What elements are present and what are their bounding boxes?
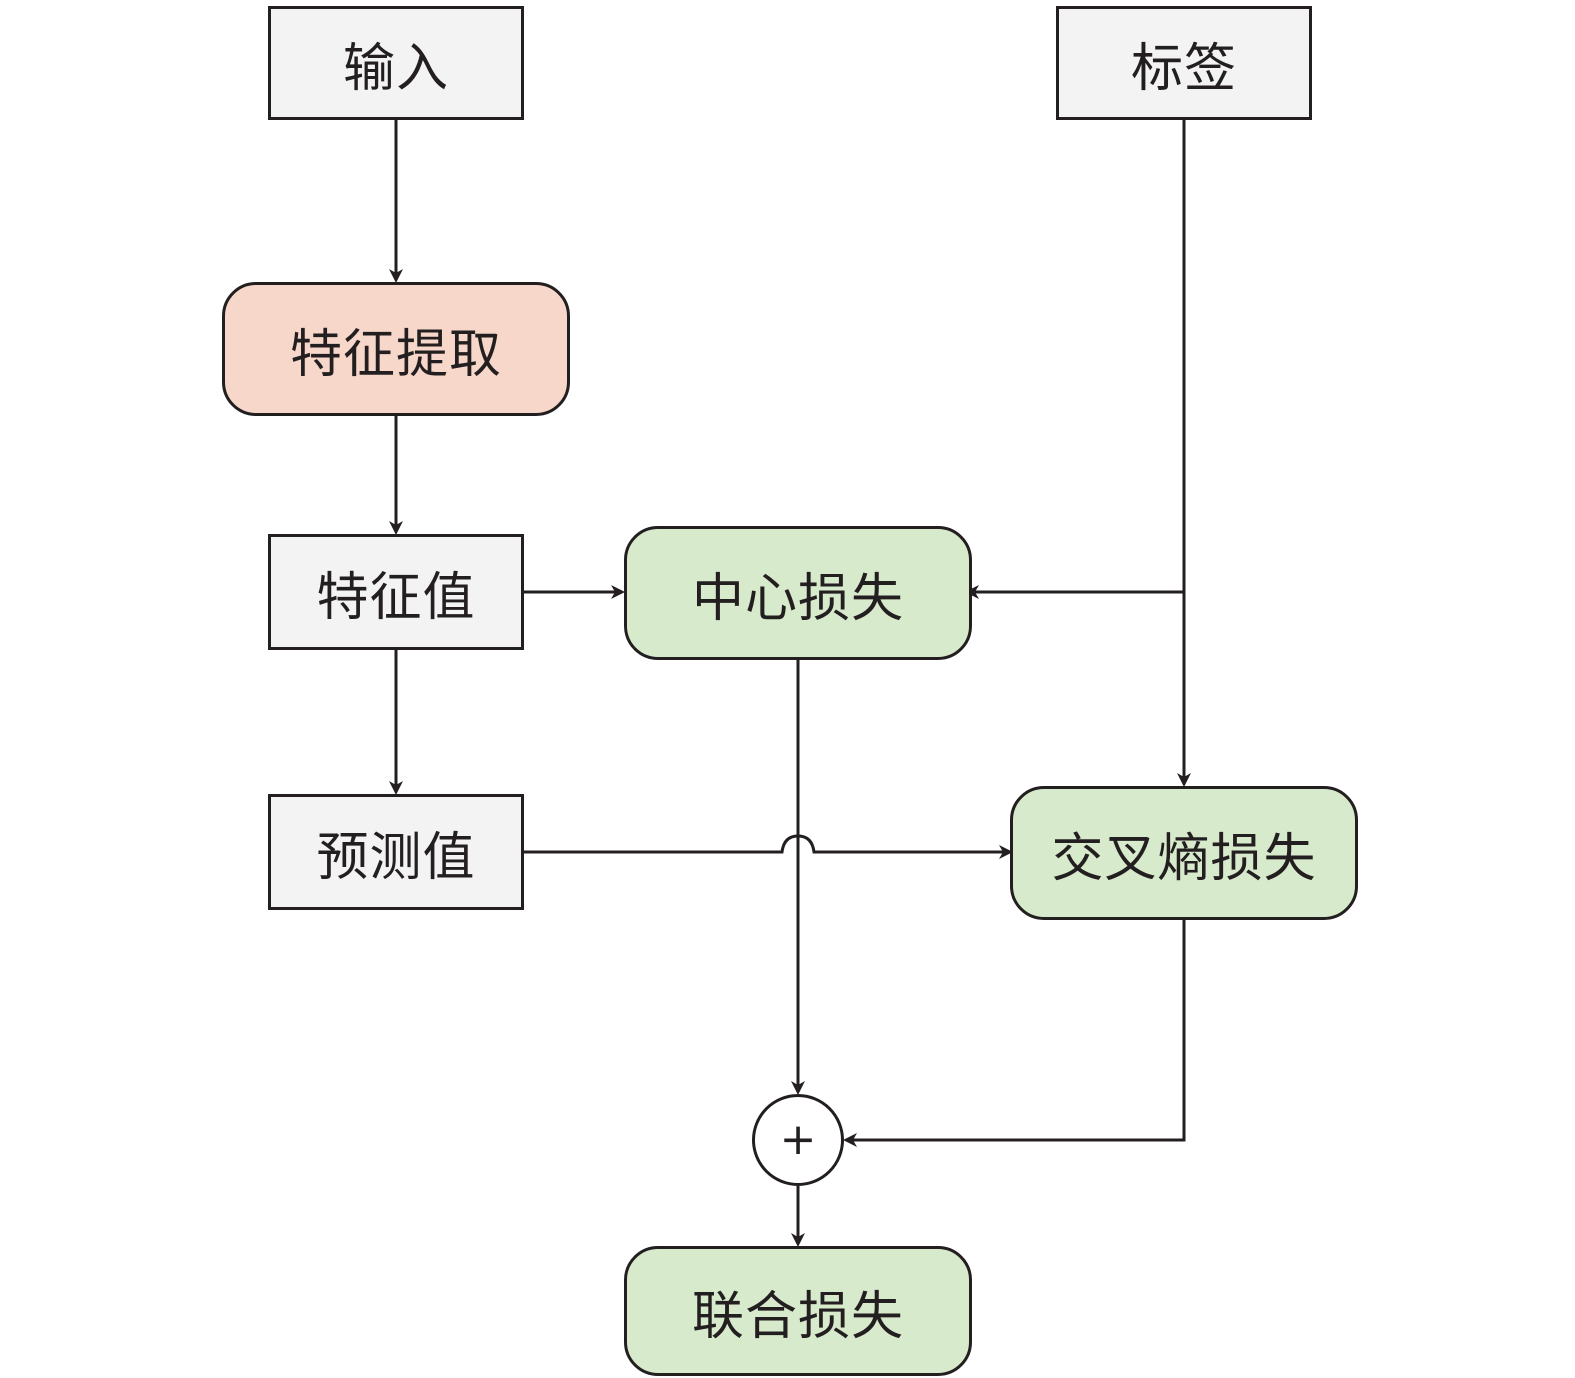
label-node: 标签 bbox=[1056, 6, 1312, 120]
feature-value-node: 特征值 bbox=[268, 534, 524, 650]
cross-entropy-loss-node: 交叉熵损失 bbox=[1010, 786, 1358, 920]
input-node: 输入 bbox=[268, 6, 524, 120]
edge-prediction-to-cross-entropy-loss bbox=[522, 834, 1013, 859]
edge-cross-entropy-loss-to-sum bbox=[843, 918, 1186, 1147]
feature-extraction-node: 特征提取 bbox=[222, 282, 570, 416]
center-loss-node: 中心损失 bbox=[624, 526, 972, 660]
sum-node: + bbox=[752, 1094, 844, 1186]
prediction-node: 预测值 bbox=[268, 794, 524, 910]
joint-loss-node: 联合损失 bbox=[624, 1246, 972, 1376]
